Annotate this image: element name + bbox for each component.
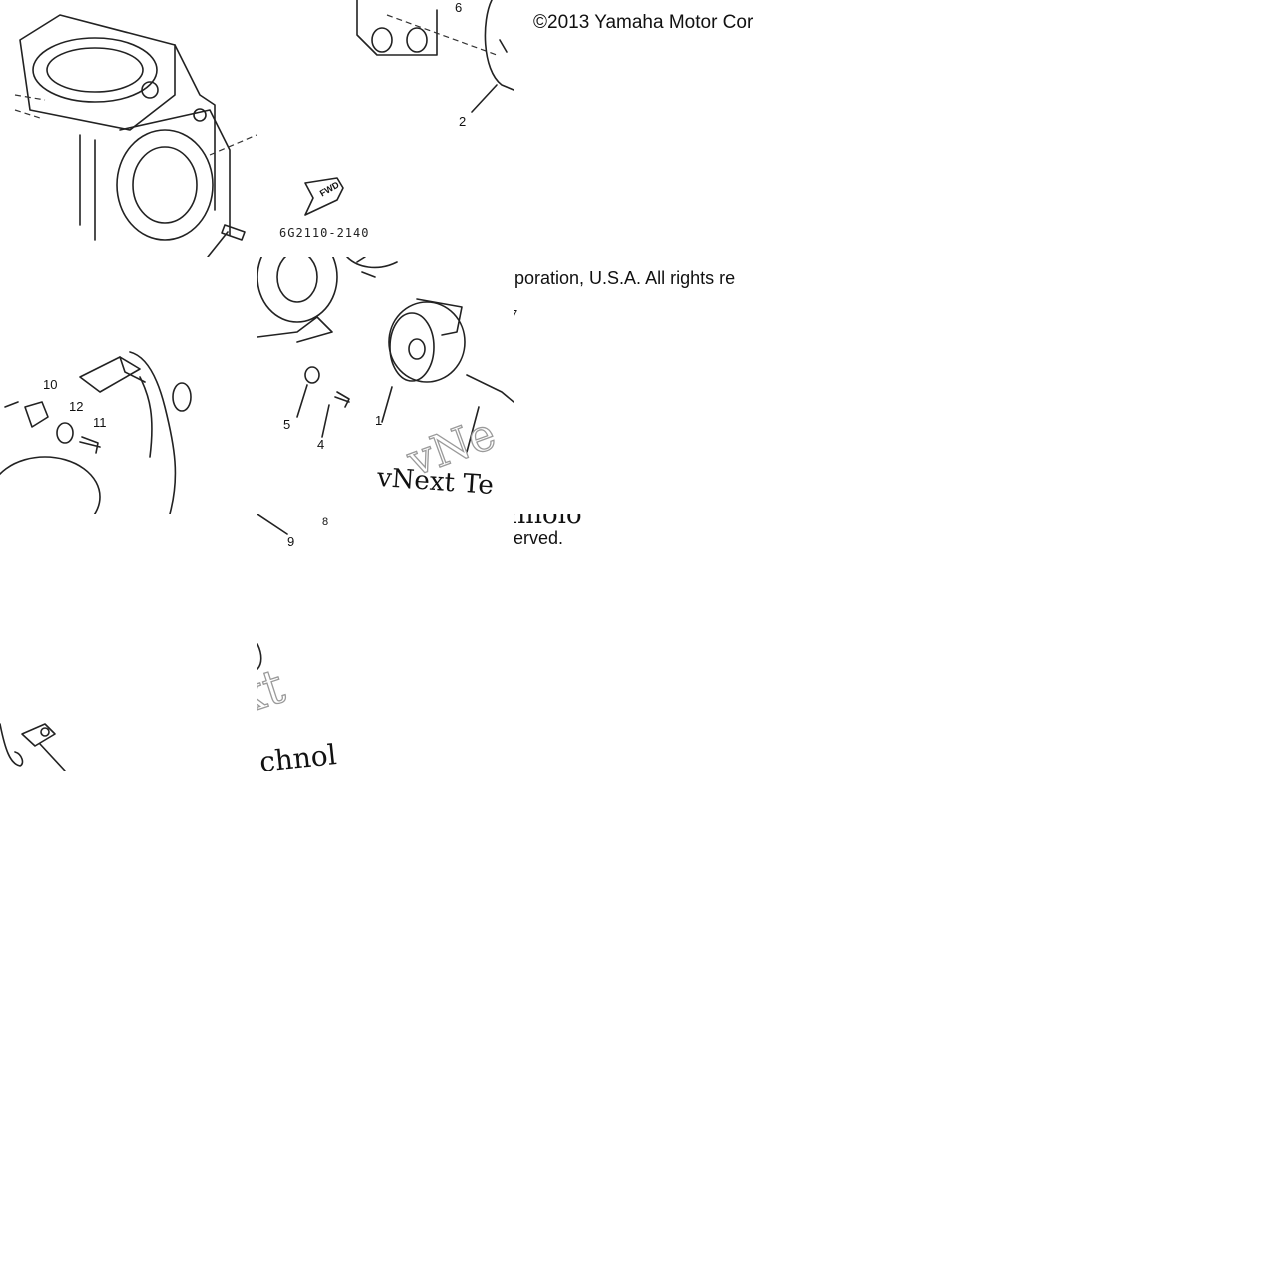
tile-rights-end: served. chnolo [514, 514, 771, 771]
tile-rotor-bolts: 5 4 1 vNe vNext Te [257, 257, 514, 514]
part-code: 6G2110-2140 [279, 226, 370, 240]
fwd-arrow-icon [304, 177, 344, 216]
tile-pickup-assembly: 10 12 11 [0, 257, 257, 514]
callout-11: 11 [93, 415, 107, 430]
callout-1: 1 [375, 413, 383, 428]
copyright-line-3: served. [514, 528, 564, 548]
callout-12: 12 [69, 399, 84, 414]
rotor-top-drawing [304, 0, 514, 216]
tile-rotor-top: 6 2 FWD 6G2110-2140 [257, 0, 514, 257]
tile-bottom-clamp [0, 514, 257, 771]
tile-rights: rporation, U.S.A. All rights re 7 [514, 257, 771, 514]
bottom-clamp-drawing [0, 723, 66, 771]
tile-engine-block [0, 0, 257, 257]
callout-6: 6 [455, 0, 463, 15]
engine-block-drawing [14, 14, 257, 257]
callout-7: 7 [514, 307, 517, 322]
clamp-drawing [514, 257, 771, 514]
tile-lower-wire: 9 8 xt chnol [257, 514, 514, 771]
copyright-line-1: ©2013 Yamaha Motor Cor [533, 12, 754, 33]
copyright-line-2: rporation, U.S.A. All rights re [514, 268, 736, 288]
callout-9: 9 [287, 534, 295, 549]
tile-copyright: ©2013 Yamaha Motor Cor [514, 0, 771, 257]
watermark-chnolo: chnolo [514, 514, 582, 530]
callout-10: 10 [43, 377, 58, 392]
callout-5: 5 [283, 417, 291, 432]
callout-8: 8 [322, 516, 329, 528]
lower-wire-drawing [257, 514, 288, 670]
callout-2: 2 [459, 114, 467, 129]
pickup-assembly-drawing [0, 351, 192, 514]
rotor-bolts-drawing [257, 257, 514, 453]
callout-4: 4 [317, 437, 325, 452]
